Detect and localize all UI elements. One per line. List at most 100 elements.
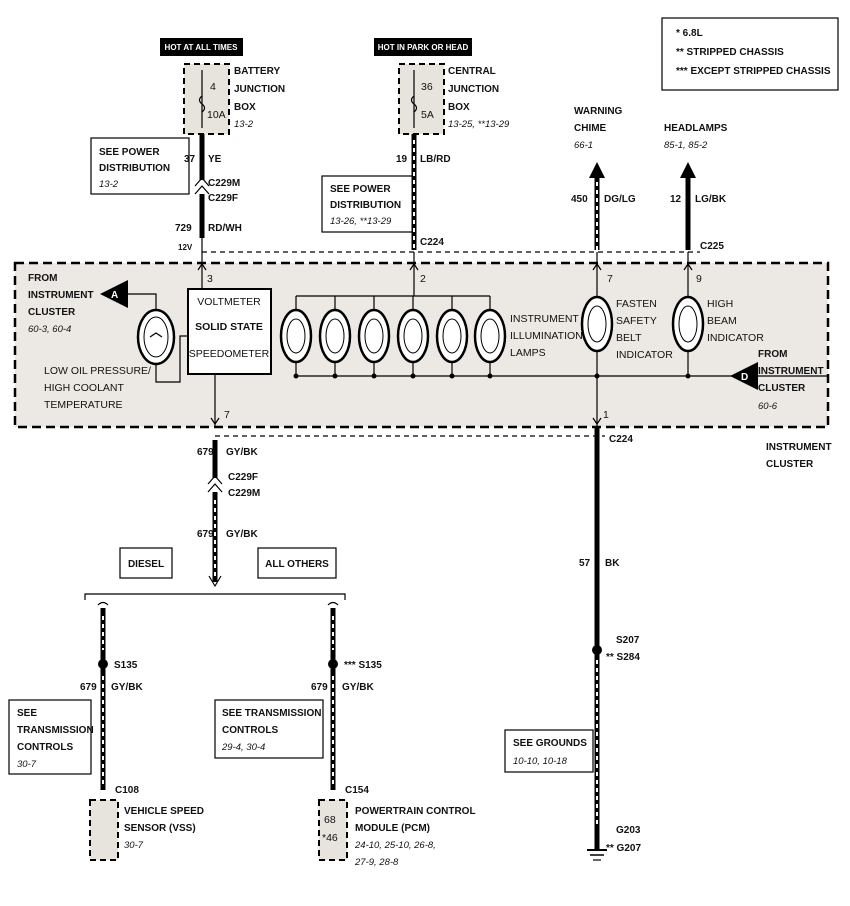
marker-d [730,362,758,390]
component-ref: 27-9, 28-8 [354,857,399,868]
wire-color: LG/BK [695,194,727,205]
fuse-number: 36 [421,81,433,93]
legend-line: ** STRIPPED CHASSIS [676,47,784,58]
destination-label: HEADLAMPS [664,123,728,134]
pin-number: 3 [207,273,213,285]
diesel-label: DIESEL [128,559,164,570]
lamp-junction [371,373,377,379]
wire-park-head-feed: 19 LB/RD C224 [396,134,451,250]
note-line: CONTROLS [17,742,73,753]
see-transmission-controls-1: SEE TRANSMISSION CONTROLS 30-7 [8,699,94,775]
lamp-filament [442,318,462,354]
powertrain-control-module: 68 *46 POWERTRAIN CONTROL MODULE (PCM) 2… [318,799,476,868]
note-line: DISTRIBUTION [330,200,401,211]
illumination-lamp [396,308,430,364]
all-others-option-box [257,547,337,579]
box-name: JUNCTION [234,84,285,95]
see-power-distribution-2: SEE POWER DISTRIBUTION 13-26, **13-29 [321,175,415,233]
wire-color: RD/WH [208,223,242,234]
cluster-name: INSTRUMENT [766,442,832,453]
wire-diesel-branch: S135 679 GY/BK C108 [80,601,143,796]
wire-number: 19 [396,154,408,165]
illumination-lamp [279,308,313,364]
pin-number: 9 [696,273,702,285]
wire-number: 679 [80,682,97,693]
wire-color: GY/BK [111,682,143,693]
lamp-junction [449,373,455,379]
wire-color: GY/BK [342,682,374,693]
wire-color: YE [208,154,222,165]
note-line: SEE POWER [99,147,160,158]
legend-line: * 6.8L [676,28,703,39]
cluster-name: CLUSTER [766,459,814,470]
component-name: VEHICLE SPEED [124,806,204,817]
illumination-lamp [318,308,352,364]
from-cluster-label: FROM [758,349,787,360]
diesel-option-box [119,547,173,579]
marker-d-label: D [741,372,748,383]
illumination-label: INSTRUMENT [510,313,579,325]
oil-pressure-label: HIGH COOLANT [44,382,125,394]
note-line: TRANSMISSION [17,725,94,736]
note-ref: 30-7 [17,759,37,770]
ground-label: ** G207 [606,843,641,854]
note-line: SEE POWER [330,184,391,195]
splice-label: S207 [616,635,640,646]
ground-label: G203 [616,825,641,836]
note-line: CONTROLS [222,725,278,736]
oil-pressure-label: LOW OIL PRESSURE/ [44,365,151,377]
note-ref: 29-4, 30-4 [221,742,265,753]
high-beam-label: HIGH [707,298,733,310]
seatbelt-label: FASTEN [616,298,657,310]
component-ref: 24-10, 25-10, 26-8, [354,840,436,851]
lamp-filament [403,318,423,354]
from-cluster-ref: 60-6 [758,401,778,412]
from-cluster-label: INSTRUMENT [758,366,824,377]
splice-label: S135 [114,660,138,671]
splice-label: *** S135 [344,660,382,671]
oil-pressure-label: TEMPERATURE [44,399,123,411]
component-name: SENSOR (VSS) [124,823,196,834]
from-cluster-label: CLUSTER [28,307,76,318]
battery-junction-box: HOT AT ALL TIMES 4 10A BATTERY JUNCTION … [160,38,285,135]
pin-number: 1 [603,409,609,421]
lamp-filament [480,318,500,354]
connector-label: C229F [228,472,258,483]
pcm-pin: *46 [322,832,338,844]
seatbelt-label: INDICATOR [616,349,673,361]
from-cluster-ref: 60-3, 60-4 [28,324,71,335]
pcm-pin: 68 [324,814,336,826]
vehicle-speed-sensor: VEHICLE SPEED SENSOR (VSS) 30-7 [89,799,204,861]
option-bracket [84,593,346,600]
wire-number: 57 [579,558,591,569]
marker-a-label: A [111,290,118,301]
box-ref: 13-2 [234,119,254,130]
from-cluster-label: INSTRUMENT [28,290,94,301]
destination-ref: 66-1 [574,140,593,151]
wire-number: 450 [571,194,588,205]
illumination-lamp [473,308,507,364]
high-beam-label: BEAM [707,315,737,327]
box-name: BATTERY [234,66,280,77]
lamp-junction [410,373,416,379]
hot-in-park-tag: HOT IN PARK OR HEAD [378,43,469,52]
illumination-label: ILLUMINATION [510,330,583,342]
central-junction-box: HOT IN PARK OR HEAD 36 5A CENTRAL JUNCTI… [374,38,510,135]
box-name: BOX [448,102,470,113]
see-grounds: SEE GROUNDS 10-10, 10-18 [504,729,594,773]
component-name: MODULE (PCM) [355,823,430,834]
lamp-filament [286,318,306,354]
fuse-rating: 5A [421,109,434,121]
note-ref: 13-2 [99,179,119,190]
wire-number: 729 [175,223,192,234]
splice-label: ** S284 [606,652,640,663]
lamp-junction [293,373,299,379]
wire-warning-chime: WARNING CHIME 66-1 450 DG/LG [571,106,636,250]
all-others-label: ALL OTHERS [265,559,329,570]
wire-headlamps: HEADLAMPS 85-1, 85-2 12 LG/BK C225 [664,123,728,252]
speedometer-label: SPEEDOMETER [189,348,270,360]
see-power-distribution-1: SEE POWER DISTRIBUTION 13-2 [90,137,190,195]
legend: * 6.8L ** STRIPPED CHASSIS *** EXCEPT ST… [661,17,839,91]
seatbelt-label: BELT [616,332,642,344]
